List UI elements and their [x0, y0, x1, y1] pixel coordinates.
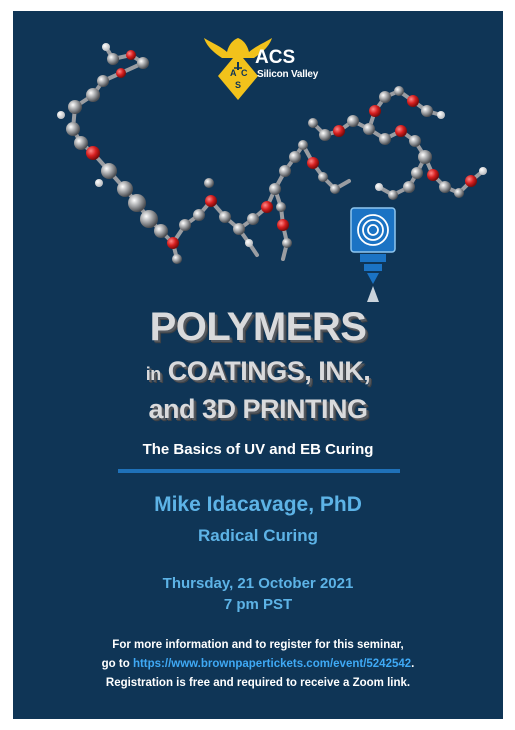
- svg-text:C: C: [241, 68, 248, 78]
- svg-text:A: A: [230, 68, 237, 78]
- seminar-subtitle: The Basics of UV and EB Curing: [142, 441, 374, 458]
- headline-line-2-main: COATINGS, INK,: [167, 356, 371, 386]
- headline-line-2-prefix: in: [145, 364, 162, 384]
- headline-line-3: and 3D PRINTING: [148, 394, 368, 424]
- event-date: Thursday, 21 October 2021: [162, 575, 354, 592]
- info-line-3: Registration is free and required to rec…: [105, 677, 411, 689]
- event-time: 7 pm PST: [223, 596, 293, 613]
- info-line-2-suffix: .: [411, 658, 415, 670]
- info-line-2: go to https://www.brownpapertickets.com/…: [13, 658, 503, 670]
- logo-subtitle: Silicon Valley: [257, 69, 319, 80]
- registration-link[interactable]: https://www.brownpapertickets.com/event/…: [132, 658, 412, 670]
- 3d-printer-nozzle-icon: [350, 207, 396, 302]
- molecule-illustration-icon: [57, 43, 487, 264]
- info-line-2-prefix: go to: [101, 658, 130, 670]
- info-line-1: For more information and to register for…: [112, 639, 404, 651]
- headline-line-1: POLYMERS: [149, 305, 367, 349]
- logo-name: ACS: [255, 47, 296, 68]
- headline-line-2: in COATINGS, INK,: [13, 356, 503, 387]
- talk-title: Radical Curing: [198, 526, 318, 545]
- speaker-name: Mike Idacavage, PhD: [154, 493, 362, 516]
- seminar-poster: A C S ACS Silicon Valley POLYMERS in COA…: [13, 11, 503, 719]
- acs-eagle-icon: A C S: [204, 38, 272, 100]
- divider: [118, 469, 400, 473]
- svg-text:S: S: [235, 80, 241, 90]
